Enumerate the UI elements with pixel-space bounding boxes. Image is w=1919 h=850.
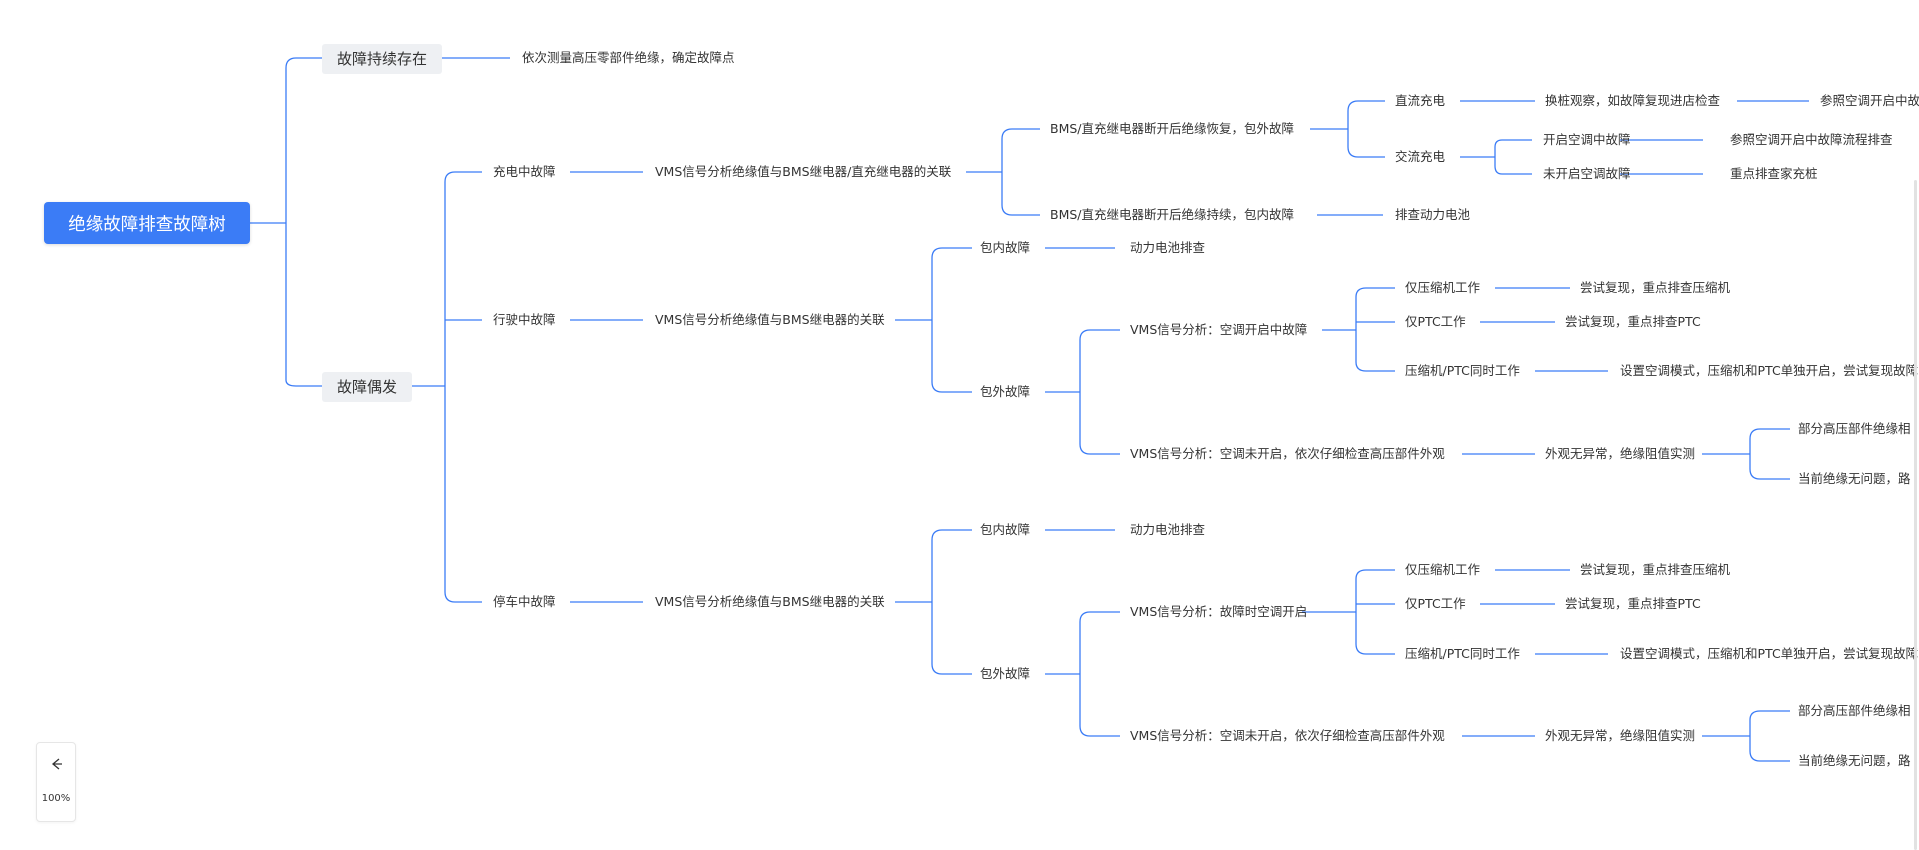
node-parking-result-1[interactable]: 部分高压部件绝缘相 — [1798, 703, 1911, 718]
node-driving-inside-pack[interactable]: 包内故障 — [980, 240, 1031, 255]
node-parking-compressor-only[interactable]: 仅压缩机工作 — [1405, 562, 1481, 577]
node-parking-check-ptc[interactable]: 尝试复现，重点排查PTC — [1565, 596, 1701, 611]
node-check-battery[interactable]: 排查动力电池 — [1395, 207, 1471, 222]
node-dc-refer-ac[interactable]: 参照空调开启中故 — [1820, 93, 1919, 108]
root-node[interactable]: 绝缘故障排查故障树 — [44, 202, 250, 244]
node-parking-set-ac-mode[interactable]: 设置空调模式，压缩机和PTC单独开启，尝试复现故障 — [1620, 646, 1919, 661]
node-parking-battery-check[interactable]: 动力电池排查 — [1130, 522, 1206, 537]
node-check-home-charger[interactable]: 重点排查家充桩 — [1730, 166, 1818, 181]
zoom-level-text: 100% — [41, 793, 71, 804]
node-ac-charging[interactable]: 交流充电 — [1395, 149, 1446, 164]
branch-persistent-fault[interactable]: 故障持续存在 — [322, 44, 443, 74]
node-driving-fault[interactable]: 行驶中故障 — [493, 312, 556, 327]
node-driving-outside-pack[interactable]: 包外故障 — [980, 384, 1031, 399]
node-parking-ptc-only[interactable]: 仅PTC工作 — [1405, 596, 1466, 611]
node-charging-analysis[interactable]: VMS信号分析绝缘值与BMS继电器/直充继电器的关联 — [655, 164, 952, 179]
node-parking-both[interactable]: 压缩机/PTC同时工作 — [1405, 646, 1520, 661]
node-measure-insulation[interactable]: 依次测量高压零部件绝缘，确定故障点 — [522, 50, 735, 65]
node-driving-ac-on[interactable]: VMS信号分析：空调开启中故障 — [1130, 322, 1308, 337]
node-driving-battery-check[interactable]: 动力电池排查 — [1130, 240, 1206, 255]
node-parking-fault[interactable]: 停车中故障 — [493, 594, 556, 609]
node-parking-inside-pack[interactable]: 包内故障 — [980, 522, 1031, 537]
node-ac-on-refer[interactable]: 参照空调开启中故障流程排查 — [1730, 132, 1893, 147]
node-dc-change-pile[interactable]: 换桩观察，如故障复现进店检查 — [1545, 93, 1721, 108]
node-parking-result-2[interactable]: 当前绝缘无问题，路 — [1798, 753, 1911, 768]
node-parking-analysis[interactable]: VMS信号分析绝缘值与BMS继电器的关联 — [655, 594, 885, 609]
node-parking-ac-off[interactable]: VMS信号分析：空调未开启，依次仔细检查高压部件外观 — [1130, 728, 1445, 743]
node-relay-off-persist[interactable]: BMS/直充继电器断开后绝缘持续，包内故障 — [1050, 207, 1295, 222]
node-driving-ac-off[interactable]: VMS信号分析：空调未开启，依次仔细检查高压部件外观 — [1130, 446, 1445, 461]
node-parking-measure[interactable]: 外观无异常，绝缘阻值实测 — [1545, 728, 1696, 743]
collapse-icon[interactable] — [47, 755, 65, 773]
node-driving-analysis[interactable]: VMS信号分析绝缘值与BMS继电器的关联 — [655, 312, 885, 327]
node-parking-check-compressor[interactable]: 尝试复现，重点排查压缩机 — [1580, 562, 1731, 577]
node-ac-on-fault[interactable]: 开启空调中故障 — [1543, 132, 1631, 147]
node-driving-both[interactable]: 压缩机/PTC同时工作 — [1405, 363, 1520, 378]
zoom-panel: 100% — [36, 742, 76, 822]
node-relay-off-recover[interactable]: BMS/直充继电器断开后绝缘恢复，包外故障 — [1050, 121, 1295, 136]
node-ac-off-fault[interactable]: 未开启空调故障 — [1543, 166, 1631, 181]
branch-intermittent-fault[interactable]: 故障偶发 — [322, 372, 413, 402]
node-driving-check-ptc[interactable]: 尝试复现，重点排查PTC — [1565, 314, 1701, 329]
node-driving-set-ac-mode[interactable]: 设置空调模式，压缩机和PTC单独开启，尝试复现故障 — [1620, 363, 1919, 378]
vertical-scrollbar[interactable] — [1914, 180, 1917, 850]
node-parking-outside-pack[interactable]: 包外故障 — [980, 666, 1031, 681]
node-driving-measure[interactable]: 外观无异常，绝缘阻值实测 — [1545, 446, 1696, 461]
node-charging-fault[interactable]: 充电中故障 — [493, 164, 556, 179]
node-driving-check-compressor[interactable]: 尝试复现，重点排查压缩机 — [1580, 280, 1731, 295]
node-driving-result-1[interactable]: 部分高压部件绝缘相 — [1798, 421, 1911, 436]
node-parking-ac-on[interactable]: VMS信号分析：故障时空调开启 — [1130, 604, 1308, 619]
node-driving-compressor-only[interactable]: 仅压缩机工作 — [1405, 280, 1481, 295]
node-driving-ptc-only[interactable]: 仅PTC工作 — [1405, 314, 1466, 329]
node-dc-charging[interactable]: 直流充电 — [1395, 93, 1446, 108]
node-driving-result-2[interactable]: 当前绝缘无问题，路 — [1798, 471, 1911, 486]
